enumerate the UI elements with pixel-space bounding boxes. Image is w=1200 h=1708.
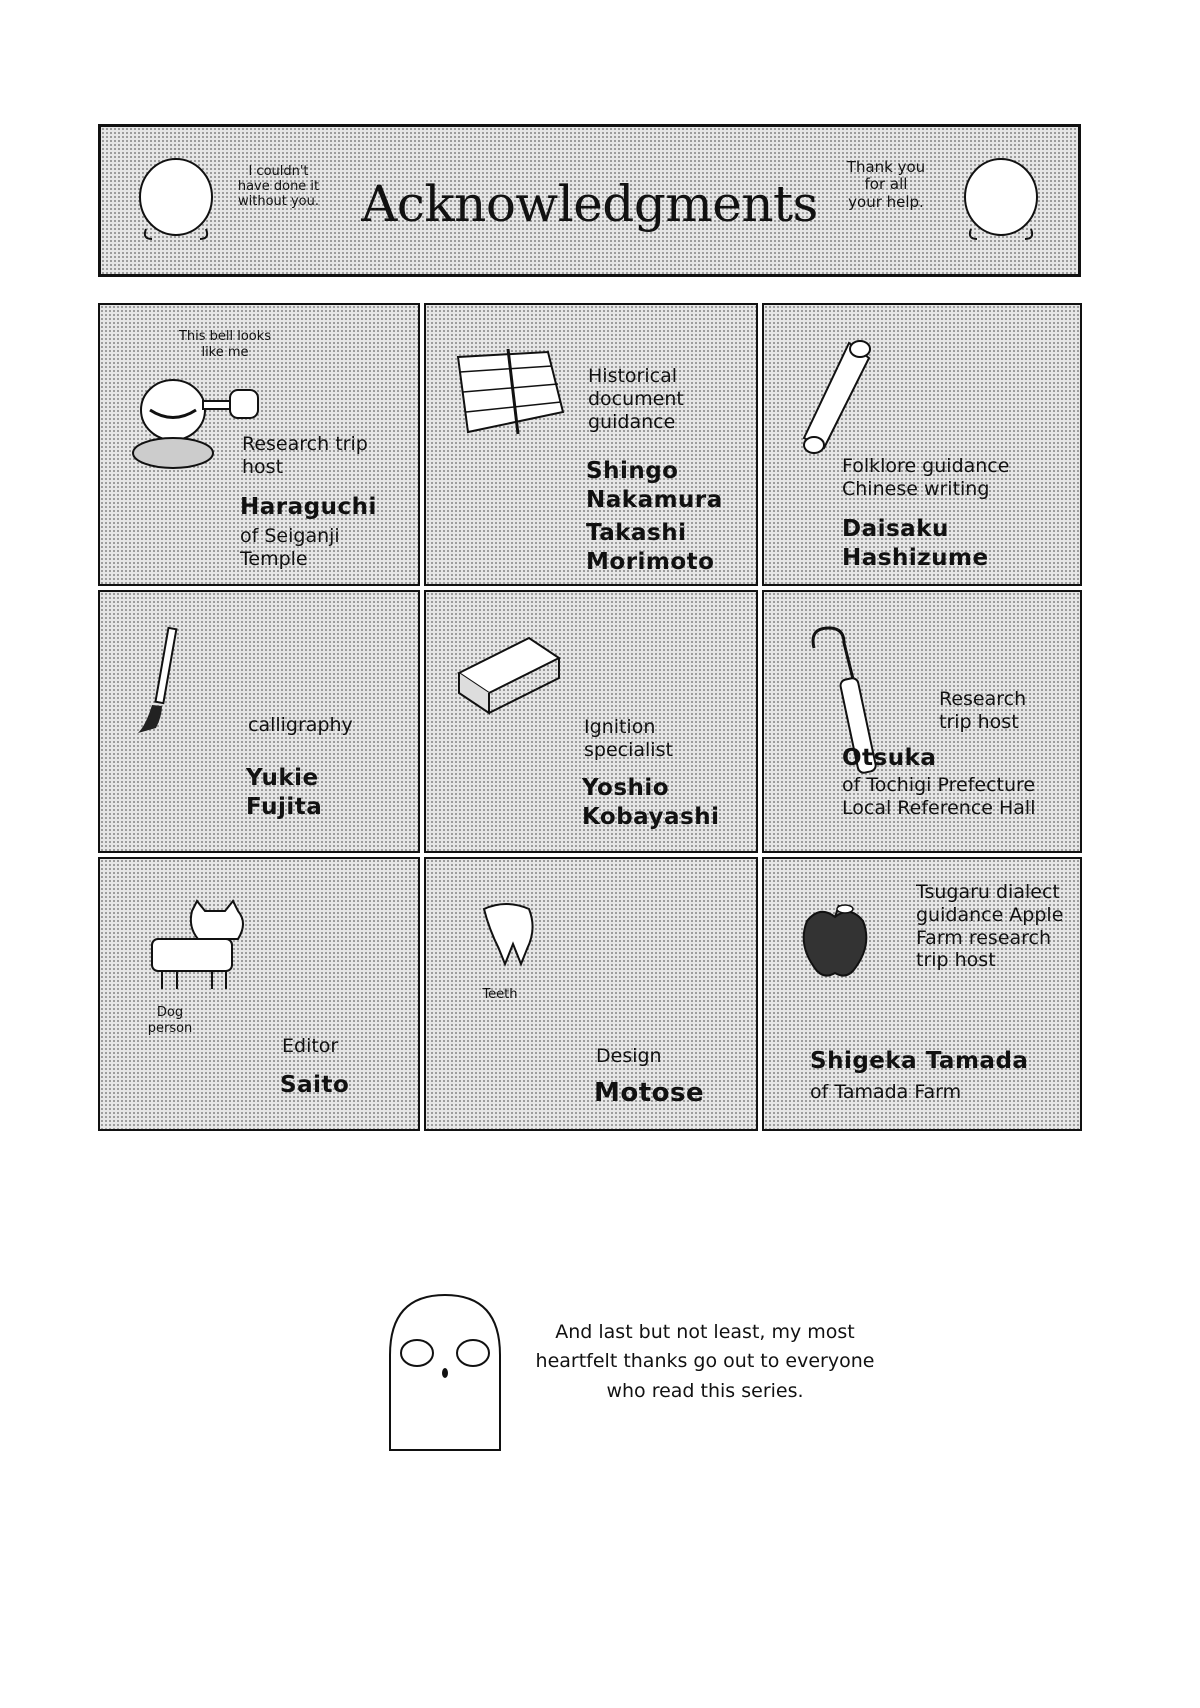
- panel-label: Editor: [282, 1035, 339, 1057]
- panel-label: Design: [596, 1045, 662, 1067]
- credit-panel-fujita: calligraphy Yukie Fujita: [98, 590, 420, 853]
- panel-name: Shigeka Tamada: [810, 1048, 1029, 1074]
- panel-note: Dog person: [147, 1005, 193, 1036]
- panel-label: Research trip host: [242, 433, 368, 478]
- credit-panel-motose: Teeth Design Motose: [424, 857, 758, 1131]
- round-character-icon: [139, 158, 213, 240]
- panel-label: Research trip host: [939, 688, 1027, 733]
- panel-name: Motose: [594, 1078, 705, 1108]
- panel-note: This bell looks like me: [178, 329, 272, 360]
- page-title: Acknowledgments: [361, 175, 818, 233]
- panel-extra: of Tochigi Prefecture Local Reference Ha…: [842, 774, 1036, 819]
- panel-label: calligraphy: [248, 714, 353, 736]
- panel-name: Haraguchi: [240, 494, 377, 520]
- ghost-character-icon: [389, 1293, 501, 1451]
- round-character-icon: [964, 158, 1038, 240]
- credit-panel-kobayashi: Ignition specialist Yoshio Kobayashi: [424, 590, 758, 853]
- panel-extra: of Tamada Farm: [810, 1081, 962, 1103]
- apple-icon: [802, 904, 868, 977]
- dog-icon: [151, 899, 244, 989]
- panel-name: Otsuka: [842, 745, 937, 771]
- matchbox-icon: [457, 636, 561, 715]
- closing-message: And last but not least, my most heartfel…: [535, 1321, 875, 1402]
- panel-name: Shingo Nakamura: [586, 458, 723, 513]
- panel-note: Teeth: [482, 987, 518, 1002]
- panel-label: Tsugaru dialect guidance Apple Farm rese…: [916, 881, 1064, 972]
- bubble-right: Thank you for all your help.: [846, 158, 926, 211]
- panel-name: Daisaku Hashizume: [842, 516, 989, 571]
- panel-label: Ignition specialist: [584, 716, 673, 761]
- bubble-left: I couldn't have done it without you.: [237, 164, 320, 209]
- credit-panel-saito: Dog person Editor Saito: [98, 857, 420, 1131]
- panel-label: Folklore guidance Chinese writing: [842, 455, 1010, 500]
- panel-name-2: Takashi Morimoto: [586, 520, 715, 575]
- panel-name: Yukie Fujita: [246, 765, 323, 820]
- hook-tool-icon: [811, 626, 877, 774]
- brush-icon: [138, 626, 178, 733]
- header-banner: I couldn't have done it without you. Ack…: [98, 124, 1081, 277]
- document-bundle-icon: [456, 348, 565, 435]
- credit-panel-nakamura-morimoto: Historical document guidance Shingo Naka…: [424, 303, 758, 586]
- credit-panel-haraguchi: This bell looks like me Research trip ho…: [98, 303, 420, 586]
- credit-panel-otsuka: Research trip host Otsuka of Tochigi Pre…: [762, 590, 1082, 853]
- panel-label: Historical document guidance: [588, 365, 684, 433]
- bell-icon: [132, 379, 259, 469]
- credit-panel-hashizume: Folklore guidance Chinese writing Daisak…: [762, 303, 1082, 586]
- panel-extra: of Seiganji Temple: [240, 525, 340, 570]
- panel-name: Yoshio Kobayashi: [582, 775, 720, 830]
- panel-name: Saito: [280, 1072, 350, 1098]
- scroll-icon: [802, 340, 871, 454]
- credit-panel-tamada: Tsugaru dialect guidance Apple Farm rese…: [762, 857, 1082, 1131]
- tooth-icon: [482, 903, 534, 967]
